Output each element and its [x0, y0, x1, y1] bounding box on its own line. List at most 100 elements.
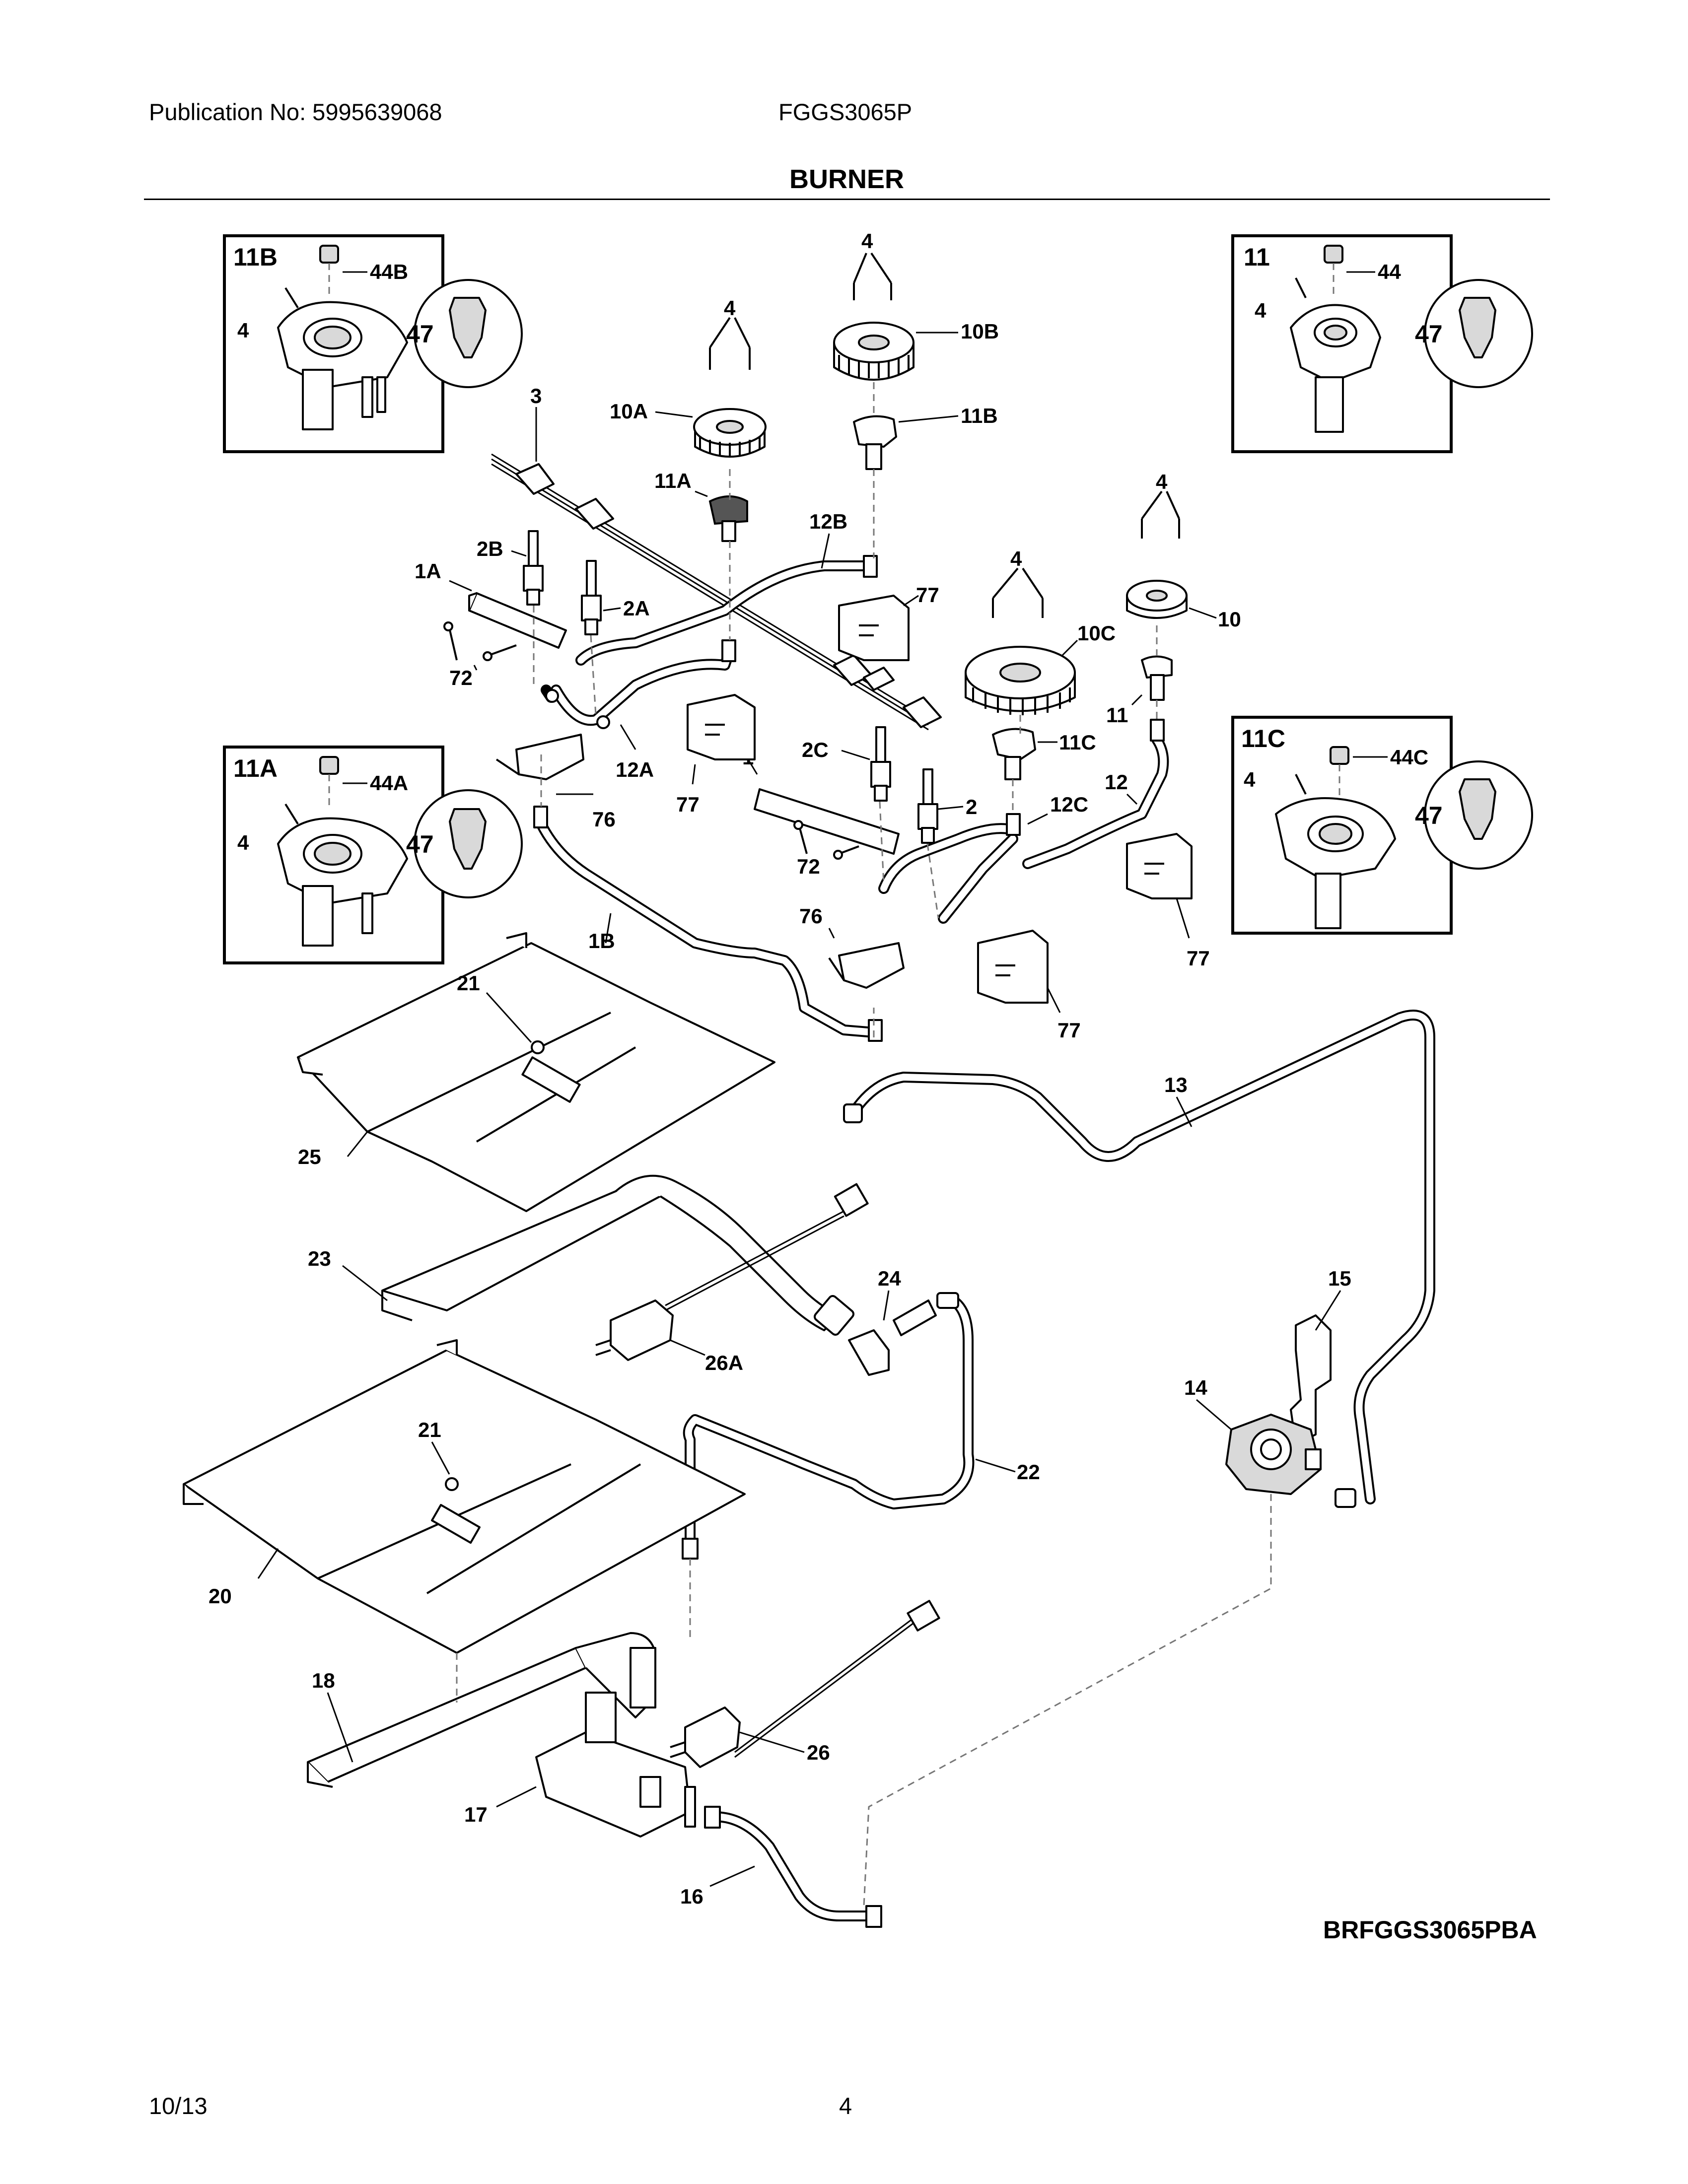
callout-label-2b: 2B — [477, 537, 503, 560]
inset-11-burner-base — [1290, 304, 1381, 433]
callout-label-2a: 2A — [623, 597, 650, 620]
callout-label-22: 22 — [1017, 1460, 1040, 1484]
tube-12: 12 — [1022, 719, 1169, 869]
screws-10b: 4 — [853, 229, 892, 300]
inset-11c: 11C 44C 4 47 — [1231, 716, 1533, 935]
callout-label-14: 14 — [1184, 1376, 1207, 1399]
callout-label-77: 77 — [676, 793, 700, 816]
section-title: BURNER — [789, 164, 905, 194]
burner-base-11-top: 11 — [1106, 655, 1173, 727]
callout-label-26: 26 — [807, 1741, 830, 1764]
tube-13: 13 — [843, 1010, 1435, 1508]
callout-label-76: 76 — [799, 904, 823, 928]
callout-label-4: 4 — [1156, 470, 1168, 493]
inset-11b: 11B 44B 4 47 — [223, 234, 523, 453]
bracket-77-c: 77 — [1126, 833, 1210, 970]
model-number: FGGS3065P — [778, 99, 913, 125]
inset-11a-screw-label: 4 — [237, 831, 249, 854]
callout-label-2c: 2C — [802, 738, 829, 761]
valve-2: 2 — [917, 768, 977, 844]
callout-label-12a: 12A — [616, 758, 654, 781]
callout-label-17: 17 — [464, 1803, 488, 1826]
callout-label-10: 10 — [1218, 608, 1241, 631]
callout-label-15: 15 — [1328, 1267, 1351, 1290]
inset-11-cap-label: 44 — [1378, 260, 1401, 283]
screws-10: 4 — [1141, 470, 1180, 539]
broil-shield-20: 20 21 — [183, 1339, 746, 1654]
callout-label-12c: 12C — [1050, 793, 1088, 816]
valve-2a: 2A — [581, 560, 650, 635]
inset-11a-burner-base — [277, 817, 408, 947]
tube-12a: 12A — [541, 639, 736, 781]
callout-label-77: 77 — [1187, 947, 1210, 970]
burner-tube-23: 23 — [308, 1174, 854, 1336]
callout-label-11b: 11B — [961, 404, 998, 427]
callout-label-11a: 11A — [654, 469, 692, 492]
inset-11a-cap-label: 44A — [370, 771, 408, 795]
screws-72-center: 72 — [793, 820, 859, 878]
burner-head-10a: 10A — [610, 400, 767, 458]
tube-16: 16 — [680, 1806, 882, 1928]
callout-label-4: 4 — [724, 296, 736, 320]
burner-base-11a-top: 11A — [654, 469, 748, 542]
callout-label-4: 4 — [861, 229, 873, 253]
callout-label-72: 72 — [449, 666, 473, 689]
bracket-77-a: 77 — [676, 694, 756, 816]
inset-11: 11 44 4 47 — [1231, 234, 1533, 453]
callout-label-12b: 12B — [809, 510, 847, 533]
inset-11-screw-label: 4 — [1255, 299, 1266, 322]
callout-label-26a: 26A — [705, 1351, 743, 1374]
callout-label-24: 24 — [878, 1267, 901, 1290]
callout-label-25: 25 — [298, 1145, 321, 1168]
inset-11c-cap-label: 44C — [1390, 746, 1428, 769]
broil-burner-18: 18 — [307, 1632, 656, 1788]
burner-head-10c: 10C — [965, 621, 1116, 715]
callout-label-1a: 1A — [415, 559, 441, 583]
inset-11c-screw-label: 4 — [1244, 768, 1256, 791]
callout-label-1b: 1B — [588, 929, 615, 953]
callout-label-12: 12 — [1105, 770, 1128, 794]
inset-11a: 11A 44A 4 47 — [223, 746, 523, 964]
burner-head-10b: 10B — [833, 320, 999, 381]
inset-11a-detail-label: 47 — [406, 830, 434, 858]
screws-10a: 4 — [709, 296, 751, 370]
callout-label-77: 77 — [1057, 1019, 1081, 1042]
bracket-76-left: 76 — [495, 734, 616, 831]
inset-11a-title: 11A — [233, 754, 278, 782]
callout-label-10a: 10A — [610, 400, 648, 423]
inset-11b-title: 11B — [233, 243, 278, 271]
footer-date: 10/13 — [149, 2093, 208, 2119]
burner-base-11c-top: 11C — [992, 728, 1096, 780]
callout-label-21: 21 — [457, 971, 480, 995]
igniter-26a: 26A — [595, 1183, 869, 1374]
inset-11b-burner-base — [277, 301, 408, 430]
tube-1b: 1B — [533, 806, 883, 1042]
inset-11b-cap-label: 44B — [370, 260, 408, 283]
tube-12b: 12B — [575, 510, 878, 666]
callout-label-76: 76 — [592, 808, 616, 831]
callout-label-23: 23 — [308, 1247, 331, 1270]
ignition-wire-harness-3: 3 — [491, 384, 942, 731]
bracket-77-d: 77 — [977, 930, 1081, 1042]
screws-10c: 4 — [992, 547, 1044, 618]
callout-label-16: 16 — [680, 1885, 703, 1908]
callout-label-2: 2 — [966, 795, 977, 819]
dashed-assembly-lines — [456, 382, 1272, 1907]
burner-base-11b-top: 11B — [853, 404, 998, 470]
screws-72-left: 72 — [443, 621, 517, 689]
valve-17: 17 — [464, 1692, 696, 1838]
inset-11c-detail-label: 47 — [1415, 802, 1443, 829]
callout-label-11: 11 — [1106, 703, 1128, 727]
inset-11c-title: 11C — [1241, 725, 1285, 752]
elbow-fitting-24: 24 — [848, 1267, 937, 1376]
callout-label-10b: 10B — [961, 320, 999, 343]
callout-label-13: 13 — [1164, 1073, 1188, 1096]
publication-number: Publication No: 5995639068 — [149, 99, 442, 125]
header-rule — [144, 199, 1550, 200]
tube-22: 22 — [682, 1292, 1040, 1560]
callout-label-77: 77 — [916, 583, 939, 607]
callout-label-3: 3 — [530, 384, 542, 408]
bracket-76-center: 76 — [799, 904, 905, 989]
callout-label-20: 20 — [209, 1584, 232, 1608]
